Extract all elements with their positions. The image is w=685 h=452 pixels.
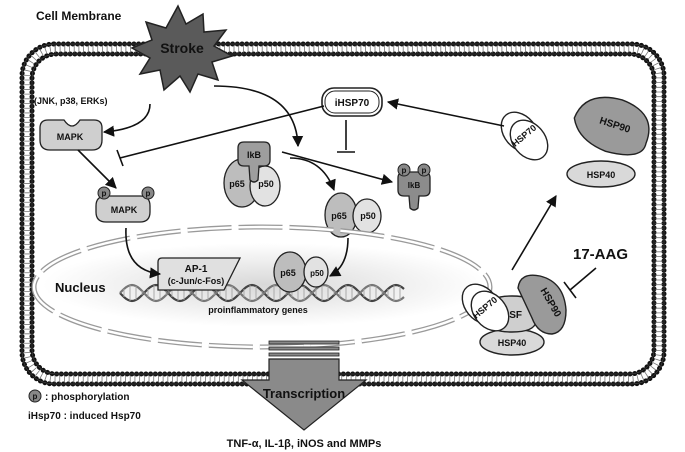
phospho-p: p <box>102 189 107 198</box>
phospho-circle <box>97 186 111 200</box>
nucleus-label: Nucleus <box>55 280 106 295</box>
ikb-phospho-label: IkB <box>408 181 421 190</box>
arrow-complex-to-pikb <box>281 151 394 185</box>
phospho-p: p <box>422 166 427 175</box>
p50-label: p50 <box>360 211 376 221</box>
hsp40-free: HSP40 <box>566 160 636 188</box>
hsp40-label: HSP40 <box>498 338 527 348</box>
products-label: TNF-α, IL-1β, iNOS and MMPs <box>227 438 382 450</box>
ikb-label: IkB <box>247 150 262 160</box>
arrow-mapk-to-phospho <box>77 149 117 189</box>
nfkb-free: p65 p50 <box>324 192 382 238</box>
phospho-p: p <box>146 189 151 198</box>
stroke-label: Stroke <box>160 40 204 56</box>
cell-membrane-label: Cell Membrane <box>36 9 122 23</box>
mapk-label: MAPK <box>57 132 84 142</box>
mapk-phosphorylated: MAPK p p <box>95 186 155 223</box>
phospho-circle <box>141 186 155 200</box>
arrow-stroke-to-ikb <box>213 85 304 148</box>
transcription-arrow: Transcription <box>240 340 368 431</box>
inhibit-ihsp70-to-mapk <box>119 105 325 159</box>
ap1-subunits-label: (c-Jun/c-Fos) <box>168 276 225 286</box>
arrow-mapk-to-ap1 <box>125 227 162 279</box>
legend-phospho-circle <box>28 389 42 403</box>
legend-phosphorylation: : phosphorylation <box>45 392 129 403</box>
nfkb-nuclear: p65 p50 <box>273 251 329 293</box>
mapk-family-label: (JNK, p38, ERKs) <box>34 96 108 106</box>
17aag-label: 17-AAG <box>573 246 628 263</box>
ap1-complex: AP-1 (c-Jun/c-Fos) <box>157 257 242 291</box>
proinflammatory-genes-label: proinflammatory genes <box>208 305 308 315</box>
nucleus: Nucleus <box>31 224 493 350</box>
phospho-p: p <box>402 166 407 175</box>
arrow-stroke-to-mapk <box>102 103 151 137</box>
stroke-starburst <box>130 4 234 94</box>
mapk-protein: MAPK <box>39 119 103 151</box>
pathway-arrows <box>77 85 597 299</box>
arrow-nfkb-to-nucleus <box>329 237 349 277</box>
hsp90-free: HSP90 <box>573 96 650 156</box>
ikb-nfkb-complex: IkB p65 p50 <box>223 141 281 208</box>
ihsp70-box: iHSP70 <box>321 87 383 117</box>
legend: p : phosphorylation iHsp70 : induced Hsp… <box>28 389 141 422</box>
legend-phospho-p: p <box>33 392 38 401</box>
arrow-hsf-to-chaperones <box>511 195 557 271</box>
hsf-label: HSF <box>502 310 522 321</box>
transcription-label: Transcription <box>263 386 345 401</box>
inhibit-17aag <box>569 267 597 291</box>
arrow-hsp70-to-ihsp70 <box>386 98 505 127</box>
p65-label: p65 <box>229 179 245 189</box>
phospho-circle <box>397 163 411 177</box>
inhibit-ihsp70-to-mapk-bar <box>116 149 124 167</box>
hsf-complex: HSP40 HSF HSP70 HSP90 <box>461 274 567 356</box>
phospho-circle <box>417 163 431 177</box>
hsp70-free: HSP70 <box>500 111 549 161</box>
p65-label: p65 <box>280 268 296 278</box>
ap1-label: AP-1 <box>185 264 208 275</box>
mapk-phospho-label: MAPK <box>111 205 138 215</box>
legend-ihsp70: iHsp70 : induced Hsp70 <box>28 411 141 422</box>
hsp40-label: HSP40 <box>587 170 616 180</box>
ikb-phosphorylated: IkB p p <box>397 163 431 211</box>
p65-label: p65 <box>331 211 347 221</box>
ihsp70-label: iHSP70 <box>335 98 370 109</box>
p50-label: p50 <box>310 269 324 278</box>
inhibit-17aag-bar <box>563 281 577 299</box>
p50-label: p50 <box>258 179 274 189</box>
arrow-complex-to-nfkb <box>289 157 336 192</box>
